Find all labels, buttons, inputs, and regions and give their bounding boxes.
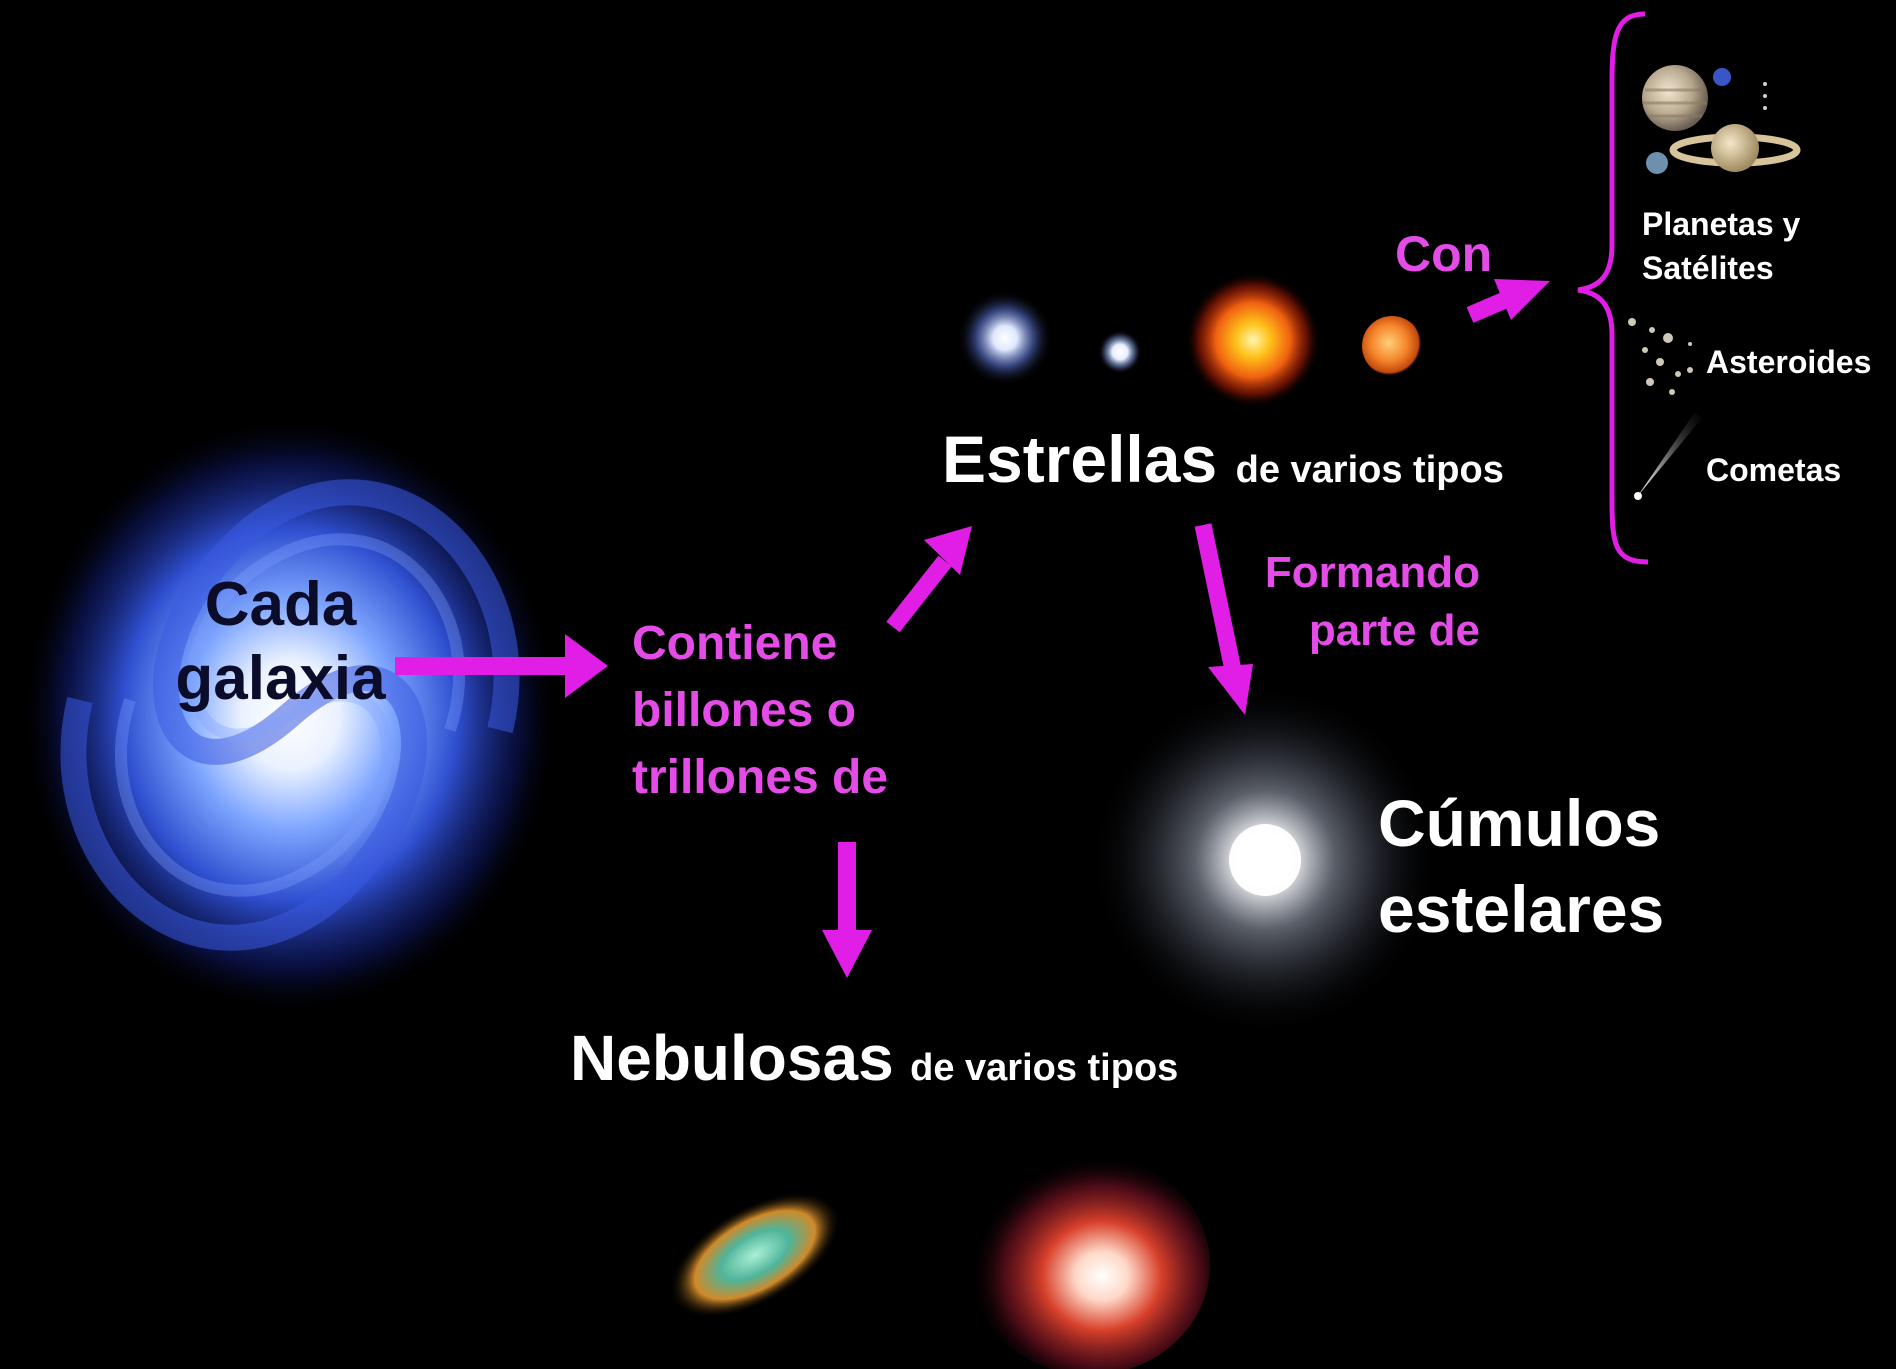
galaxy-image <box>20 415 560 1015</box>
asteroids-image <box>1628 318 1693 395</box>
label-cada-line2: galaxia <box>175 644 386 713</box>
label-asteroides: Asteroides <box>1706 344 1872 380</box>
label-cumulos-line2: estelares <box>1378 872 1665 946</box>
label-cada-galaxia: Cada galaxia <box>168 568 393 716</box>
arrow <box>822 842 872 978</box>
label-planetas: Planetas y Satélites <box>1642 202 1800 290</box>
comet-image <box>1634 412 1702 500</box>
star-cluster-image <box>1090 685 1440 1035</box>
label-planetas-line2: Satélites <box>1642 250 1774 286</box>
label-estrellas-main: Estrellas <box>942 422 1218 496</box>
label-cumulos-line1: Cúmulos <box>1378 786 1661 860</box>
arrow <box>1194 523 1253 715</box>
label-contiene-line1: Contiene <box>632 617 838 670</box>
label-planetas-line1: Planetas y <box>1642 206 1801 242</box>
label-estrellas: Estrellas de varios tipos <box>942 421 1504 497</box>
nebula-image <box>970 1155 1210 1369</box>
planets-image <box>1642 65 1801 174</box>
star-image <box>957 290 1053 386</box>
label-formando-line1: Formando <box>1264 548 1480 597</box>
curly-brace <box>1577 11 1649 565</box>
star-image <box>1362 316 1422 376</box>
label-nebulosas: Nebulosas de varios tipos <box>570 1021 1178 1095</box>
label-formando-line2: parte de <box>1308 606 1480 655</box>
label-formando: Formando parte de <box>1260 544 1480 660</box>
label-cumulos: Cúmulos estelares <box>1378 780 1664 952</box>
label-contiene-line2: billones o <box>632 684 857 737</box>
arrow <box>395 634 608 698</box>
label-contiene-line3: trillones de <box>632 751 889 804</box>
label-contiene: Contiene billones o trillones de <box>632 610 888 811</box>
label-estrellas-sub: de varios tipos <box>1235 449 1504 491</box>
star-image <box>1185 272 1321 408</box>
arrow <box>886 526 972 633</box>
label-cometas: Cometas <box>1706 452 1842 488</box>
arrow <box>1466 279 1550 323</box>
nebula-image <box>669 1191 841 1319</box>
star-image <box>1098 330 1142 374</box>
label-nebulosas-main: Nebulosas <box>570 1022 894 1094</box>
label-con: Con <box>1395 226 1493 282</box>
label-cada-line1: Cada <box>204 570 357 639</box>
label-nebulosas-sub: de varios tipos <box>910 1047 1179 1089</box>
